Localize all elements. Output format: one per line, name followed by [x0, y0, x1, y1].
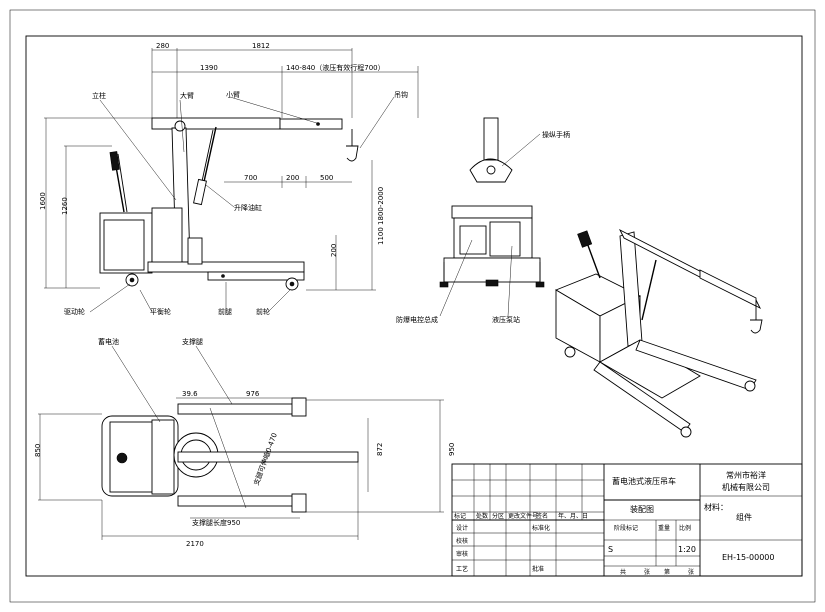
label-battery: 蓄电池: [98, 337, 119, 346]
tb-header-5: 年、月、日: [558, 512, 588, 520]
tb-header-1: 处数: [476, 512, 488, 520]
dim-1100-2000: 1100 1800-2000: [377, 187, 385, 245]
tb-stage: S: [608, 545, 613, 554]
label-front-wheel: 前轮: [256, 307, 270, 316]
tb-sheet-0: 共: [620, 568, 626, 576]
label-small-arm: 小臂: [226, 90, 240, 99]
tb-header-4: 签名: [536, 512, 548, 520]
dim-1390: 1390: [200, 64, 218, 72]
tb-weight-label: 重量: [658, 524, 670, 532]
dim-396: 39.6: [182, 390, 198, 398]
tb-company-1: 常州市裕洋: [726, 470, 766, 480]
tb-row-design: 设计: [456, 524, 468, 532]
title-block: 标记 处数 分区 更改文件号 签名 年、月、日 设计 校核 审核 工艺 标准化 …: [451, 463, 803, 577]
tb-material-label: 材料：: [704, 502, 728, 512]
tb-row-process: 工艺: [456, 565, 468, 573]
tb-row-review: 审核: [456, 550, 468, 558]
front-view: 操纵手柄 防爆电控总成 液压泵站: [396, 117, 570, 324]
dim-872: 872: [376, 443, 384, 456]
label-drive-wheel: 驱动轮: [64, 307, 85, 316]
label-handle: 操纵手柄: [542, 130, 570, 139]
tb-company-2: 机械有限公司: [722, 482, 770, 492]
dim-leg-length: 支撑腿长度950: [192, 518, 240, 527]
label-balance-wheel: 平衡轮: [150, 307, 171, 316]
label-column: 立柱: [92, 91, 106, 100]
dim-950: 950: [448, 443, 456, 456]
tb-sheet-2: 第: [664, 568, 670, 576]
dim-stroke: 140-840（液压有效行程700）: [286, 63, 385, 72]
tb-product: 蓄电池式液压吊车: [612, 476, 676, 486]
dim-2170: 2170: [186, 540, 204, 548]
tb-sheet-3: 张: [688, 568, 694, 576]
tb-scale-label: 比例: [679, 524, 691, 532]
label-lift-cylinder: 升降油缸: [234, 203, 262, 212]
tb-stage-label: 阶段标记: [614, 524, 638, 532]
tb-drawing-type: 装配图: [630, 504, 654, 514]
tb-sheet-1: 张: [644, 568, 650, 576]
dim-850: 850: [34, 444, 42, 457]
tb-header-2: 分区: [492, 512, 504, 520]
tb-std: 标准化: [532, 524, 550, 532]
label-support-leg: 前腿: [218, 307, 232, 316]
label-big-arm: 大臂: [180, 91, 194, 100]
dim-1812: 1812: [252, 42, 270, 50]
side-view: 280 1812 1390 140-840（液压有效行程700）: [39, 42, 419, 316]
outer-border: [9, 9, 816, 603]
tb-scale: 1:20: [678, 545, 696, 554]
dim-976: 976: [246, 390, 260, 398]
label-support-leg-top: 支撑腿: [182, 337, 203, 346]
tb-header-3: 更改文件号: [508, 512, 538, 520]
label-hydraulic-pump: 液压泵站: [492, 315, 520, 324]
isometric-view: [554, 228, 763, 438]
tb-row-check: 校核: [456, 537, 468, 545]
dim-200-mid: 200: [286, 174, 299, 182]
dim-200-right: 200: [330, 244, 338, 257]
label-hook: 吊钩: [394, 90, 408, 99]
dim-1600: 1600: [39, 192, 47, 210]
dim-500: 500: [320, 174, 333, 182]
tb-material-value: 组件: [736, 512, 752, 522]
plan-view: 850 872 950 39.6 976 2170 支撑腿长度950 支腿可伸缩…: [34, 337, 456, 548]
tb-header-0: 标记: [454, 512, 466, 520]
tb-drawing-no: EH-15-00000: [722, 553, 774, 562]
dim-1260: 1260: [61, 197, 69, 215]
inner-border: [25, 35, 803, 577]
dim-280: 280: [156, 42, 169, 50]
tb-approve: 批准: [532, 565, 544, 573]
label-control-box: 防爆电控总成: [396, 315, 438, 324]
dim-700: 700: [244, 174, 257, 182]
